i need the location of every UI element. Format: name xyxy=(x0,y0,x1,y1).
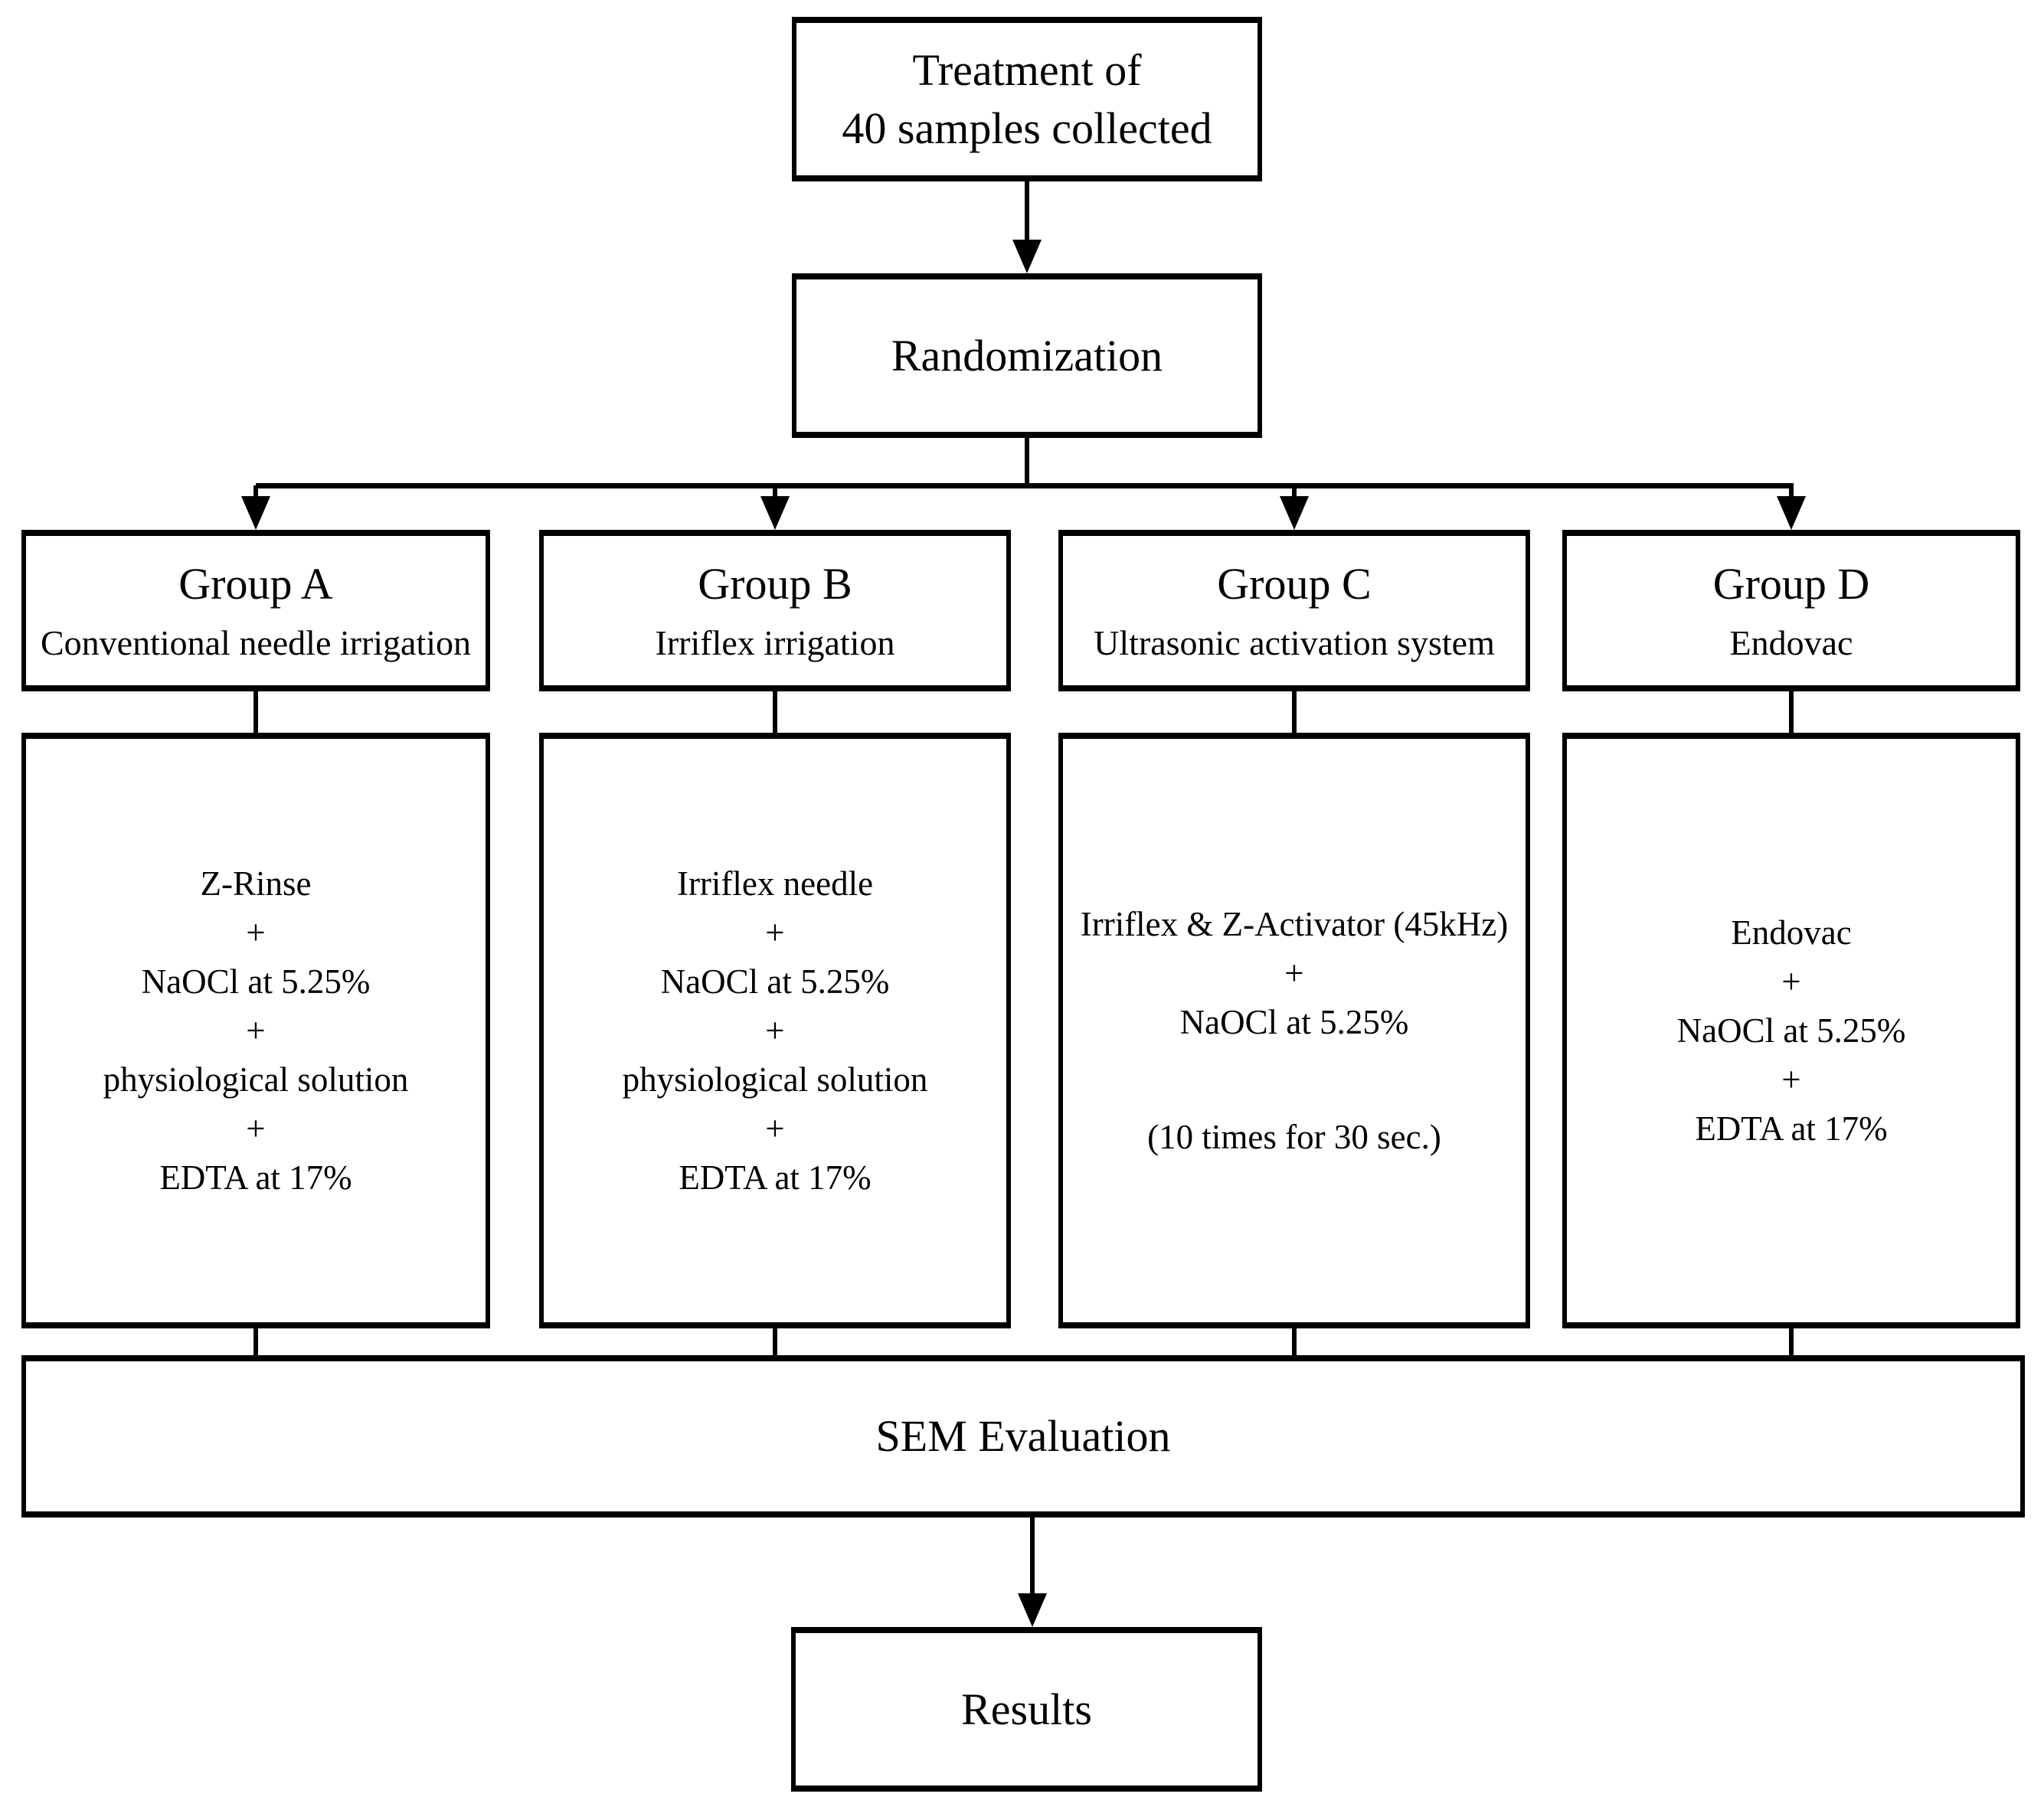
group-a-protocol-box: Z-Rinse + NaOCl at 5.25% + physiological sol… xyxy=(21,733,490,1328)
sem-evaluation-box: SEM Evaluation xyxy=(21,1355,2025,1518)
randomization-box: Randomization xyxy=(792,273,1262,438)
protocol-step: Irriflex needle xyxy=(676,864,874,903)
protocol-step: NaOCl at 5.25% xyxy=(660,962,890,1001)
group-a-header-box: Group A Conventional needle irrigation xyxy=(21,530,490,691)
protocol-step: (10 times for 30 sec.) xyxy=(1147,1118,1441,1156)
group-c-subtitle: Ultrasonic activation system xyxy=(1094,623,1495,663)
arrowhead-group-d xyxy=(1777,496,1806,530)
group-d-title: Group D xyxy=(1712,558,1870,609)
connector-protocol-c-sem xyxy=(1292,1325,1297,1357)
group-c-header-box: Group C Ultrasonic activation system xyxy=(1058,530,1530,691)
connector-protocol-d-sem xyxy=(1789,1325,1794,1357)
arrowhead-randomization xyxy=(1012,240,1042,273)
results-box: Results xyxy=(791,1627,1262,1792)
protocol-step: Endovac xyxy=(1731,913,1852,952)
protocol-plus: + xyxy=(246,1109,266,1148)
group-b-subtitle: Irriflex irrigation xyxy=(655,623,895,663)
start-label-line-1: Treatment of xyxy=(912,45,1142,96)
connector-branch-group-a xyxy=(253,485,258,499)
group-d-subtitle: Endovac xyxy=(1729,623,1853,663)
group-c-title: Group C xyxy=(1217,558,1372,609)
connector-protocol-a-sem xyxy=(253,1325,258,1357)
protocol-step: EDTA at 17% xyxy=(679,1158,872,1197)
connector-sem-results xyxy=(1030,1516,1035,1595)
connector-protocol-b-sem xyxy=(773,1325,777,1357)
protocol-plus: + xyxy=(246,1011,266,1050)
protocol-plus: + xyxy=(765,913,785,952)
start-label-line-2: 40 samples collected xyxy=(842,103,1212,153)
results-label: Results xyxy=(961,1684,1092,1734)
protocol-step: physiological solution xyxy=(622,1060,928,1099)
branch-bar xyxy=(256,483,1794,488)
connector-branch-group-b xyxy=(773,485,777,499)
connector-randomization-branch xyxy=(1025,436,1029,485)
arrowhead-group-c xyxy=(1280,496,1309,530)
arrowhead-results xyxy=(1018,1593,1047,1627)
protocol-step: NaOCl at 5.25% xyxy=(141,962,371,1001)
protocol-step: physiological solution xyxy=(103,1060,409,1099)
group-a-subtitle: Conventional needle irrigation xyxy=(40,623,472,663)
connector-start-randomization xyxy=(1025,181,1029,241)
protocol-step: Irriflex & Z-Activator (45kHz) xyxy=(1080,905,1509,943)
protocol-plus: + xyxy=(1781,1060,1801,1099)
start-box: Treatment of 40 samples collected xyxy=(792,17,1262,181)
protocol-step: Z-Rinse xyxy=(200,864,312,903)
group-d-header-box: Group D Endovac xyxy=(1562,530,2020,691)
sem-evaluation-label: SEM Evaluation xyxy=(875,1411,1171,1462)
group-b-protocol-box: Irriflex needle + NaOCl at 5.25% + physiolog… xyxy=(539,733,1011,1328)
protocol-plus: + xyxy=(246,913,266,952)
connector-branch-group-d xyxy=(1789,485,1794,499)
group-b-header-box: Group B Irriflex irrigation xyxy=(539,530,1011,691)
group-d-protocol-box: Endovac + NaOCl at 5.25% + EDTA at 17% xyxy=(1562,733,2020,1328)
connector-group-b-protocol xyxy=(773,688,777,734)
connector-group-a-protocol xyxy=(253,688,258,734)
protocol-plus: + xyxy=(1284,954,1304,992)
protocol-plus: + xyxy=(1781,962,1801,1001)
protocol-step: NaOCl at 5.25% xyxy=(1179,1003,1409,1041)
connector-group-c-protocol xyxy=(1292,688,1297,734)
protocol-plus: + xyxy=(765,1109,785,1148)
randomization-label: Randomization xyxy=(891,330,1163,381)
connector-branch-group-c xyxy=(1292,485,1297,499)
arrowhead-group-a xyxy=(241,496,270,530)
group-c-protocol-box: Irriflex & Z-Activator (45kHz) + NaOCl at … xyxy=(1058,733,1530,1328)
group-b-title: Group B xyxy=(698,558,852,609)
protocol-plus: + xyxy=(765,1011,785,1050)
connector-group-d-protocol xyxy=(1789,688,1794,734)
protocol-step: EDTA at 17% xyxy=(159,1158,352,1197)
group-a-title: Group A xyxy=(178,558,333,609)
arrowhead-group-b xyxy=(760,496,790,530)
protocol-step: EDTA at 17% xyxy=(1695,1109,1888,1148)
protocol-step: NaOCl at 5.25% xyxy=(1676,1011,1906,1050)
